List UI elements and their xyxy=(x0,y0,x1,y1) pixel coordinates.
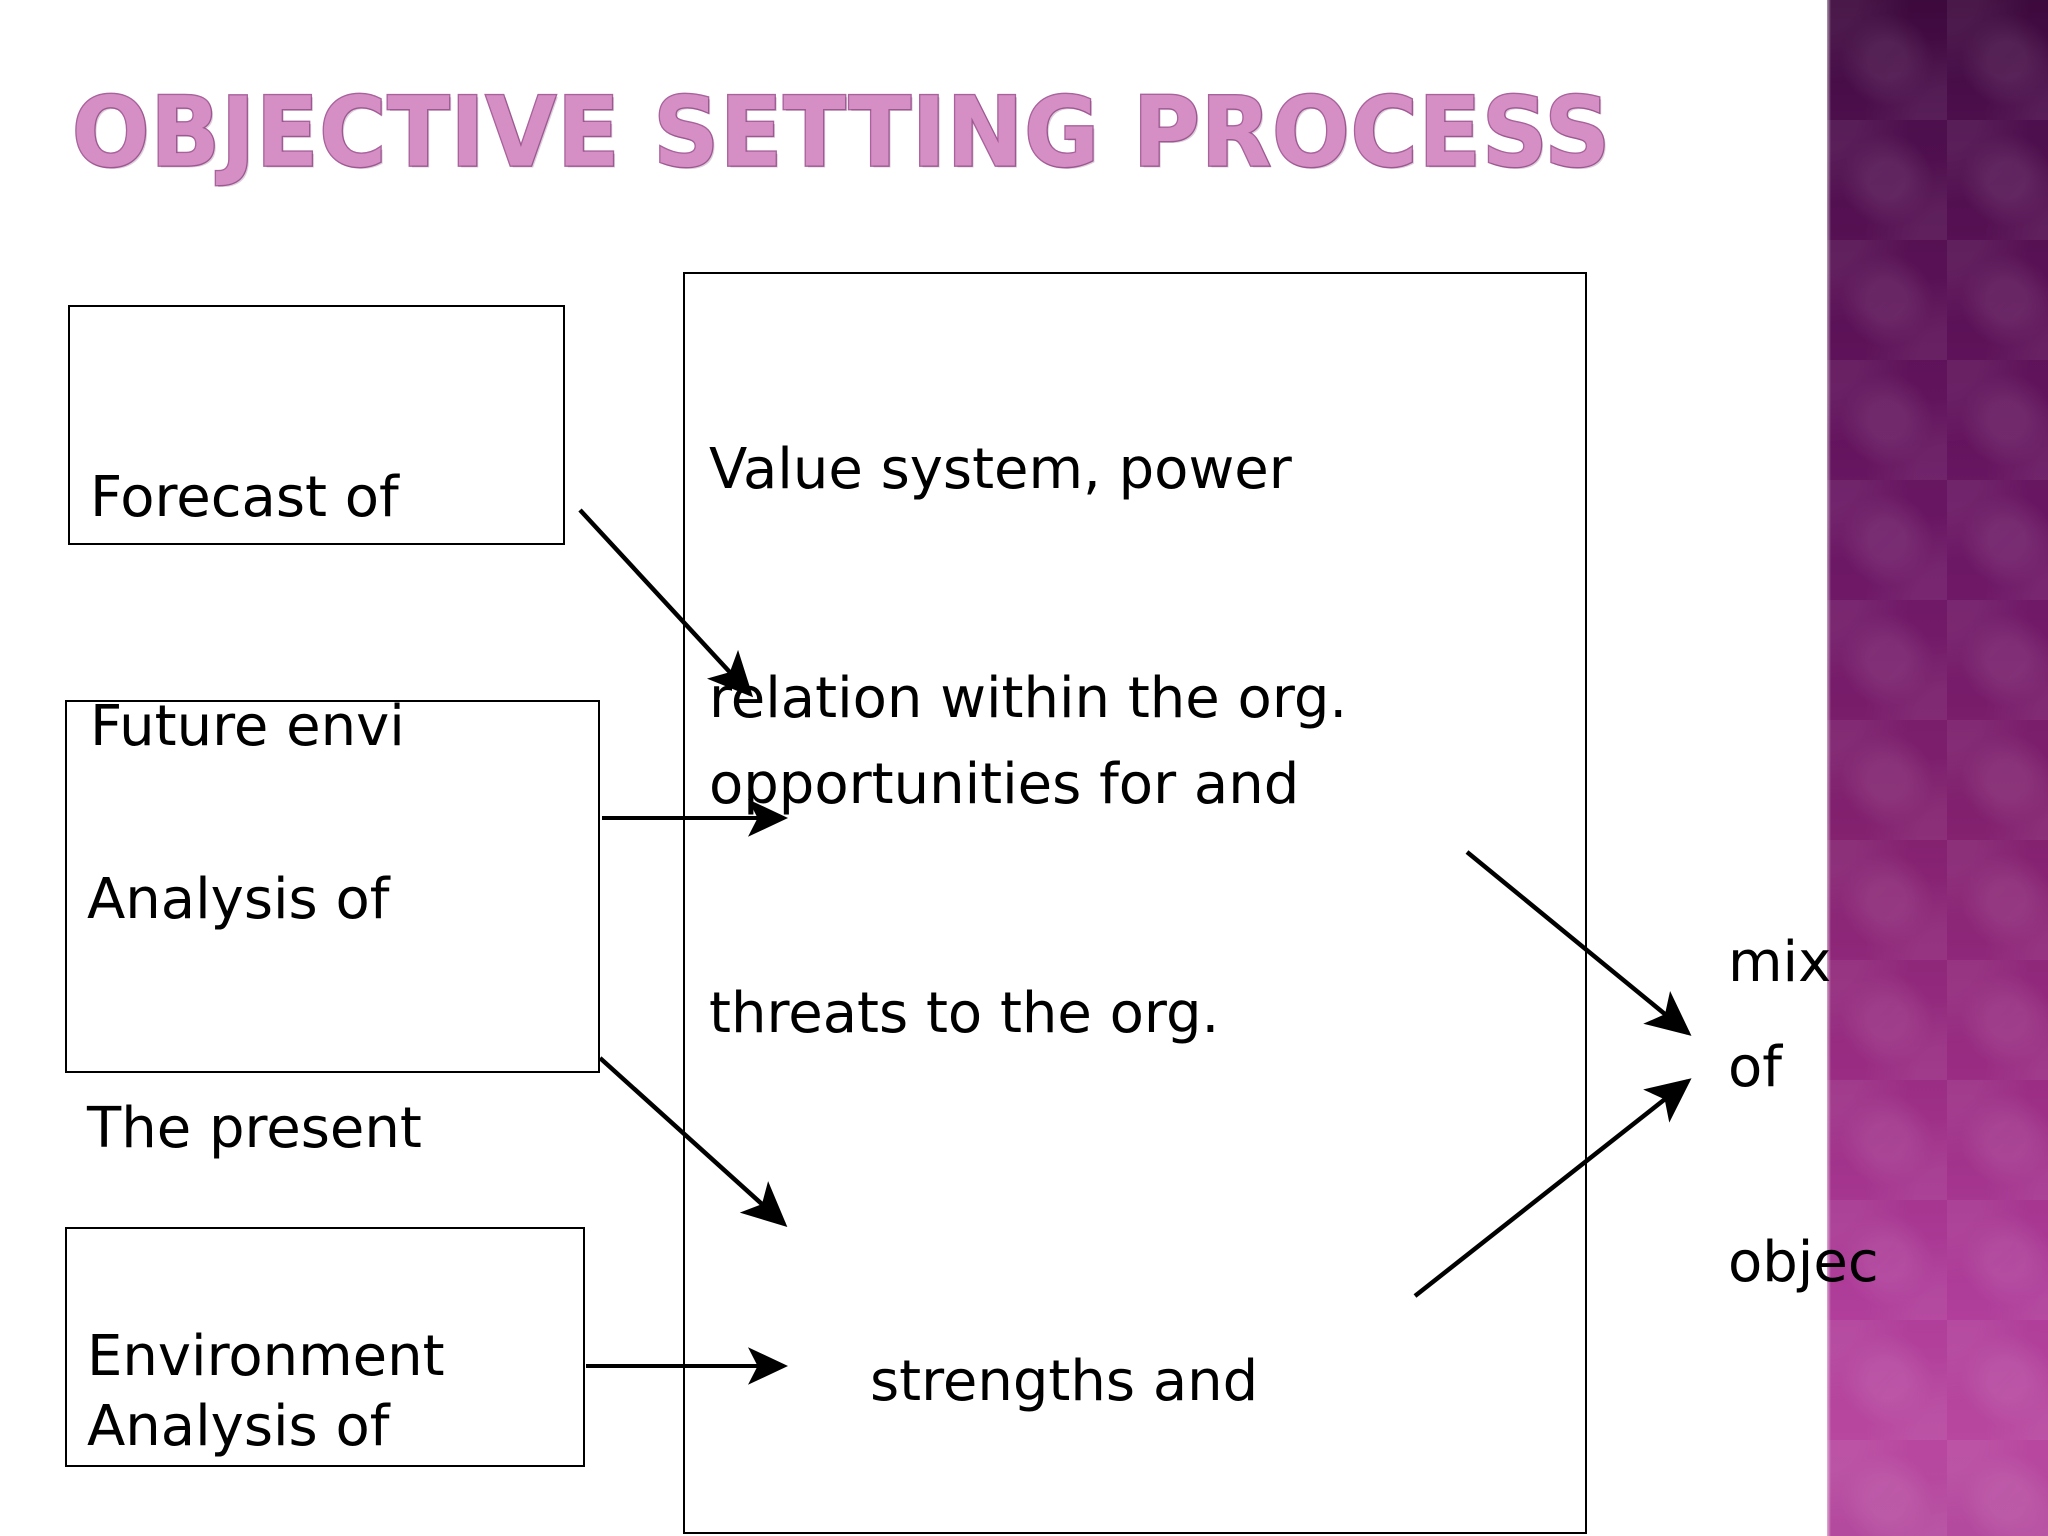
box-forecast-future-environment xyxy=(68,305,565,545)
text-strengths-group: strengths and weaknesses xyxy=(870,1192,1258,1536)
box-forecast-line2: Future envi xyxy=(90,693,405,759)
text-value-line2: relation within the org. xyxy=(709,665,1348,731)
band-highlight-edge xyxy=(1827,0,1831,1536)
label-objec: objec xyxy=(1728,1230,1879,1295)
box-org-label-group: Analysis of The Org xyxy=(87,1237,390,1536)
label-mix: mix xyxy=(1728,930,1832,995)
box-forecast-line1: Forecast of xyxy=(90,465,399,531)
label-of: of xyxy=(1728,1035,1782,1100)
box-forecast-label-group: Forecast of Future envi xyxy=(90,308,405,917)
page-title: OBJECTIVE SETTING PROCESS xyxy=(71,76,1612,191)
right-purple-band xyxy=(1827,0,2048,1536)
box-analysis-the-org xyxy=(65,1227,585,1467)
text-opportunities-group: opportunities for and threats to the org… xyxy=(709,595,1299,1204)
band-texture-overlay xyxy=(1827,0,2048,1536)
box-org-line1: Analysis of xyxy=(87,1394,390,1460)
box-present-line2: The present xyxy=(87,1095,422,1161)
text-value-line1: Value system, power xyxy=(709,437,1292,503)
text-opportunities-line1: opportunities for and xyxy=(709,752,1300,818)
box-present-label-group: Analysis of The present Environment xyxy=(87,710,445,1536)
text-value-system-group: Value system, power relation within the … xyxy=(709,280,1347,889)
box-analysis-present-environment xyxy=(65,700,600,1073)
box-present-line1: Analysis of xyxy=(87,867,390,933)
box-present-line3: Environment xyxy=(87,1324,445,1390)
text-opportunities-line2: threats to the org. xyxy=(709,980,1220,1046)
text-strengths-line1: strengths and xyxy=(870,1349,1259,1415)
